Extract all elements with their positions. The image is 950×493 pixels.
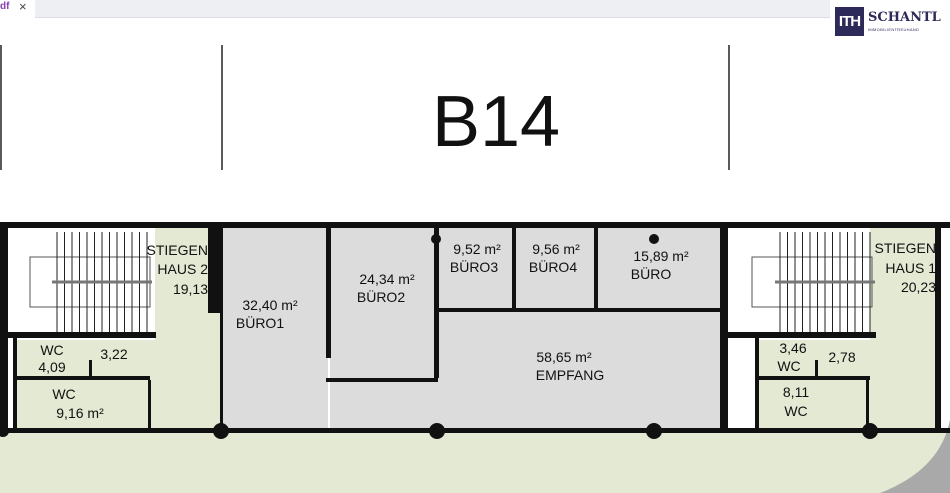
- close-icon[interactable]: ×: [19, 0, 27, 14]
- wc-right-large-area: 8,11: [783, 384, 809, 400]
- buero2-area: 24,34 m²: [359, 271, 415, 287]
- stairs-right: [751, 232, 875, 332]
- buero4-area: 9,56 m²: [532, 241, 580, 257]
- buero3-area: 9,52 m²: [453, 241, 501, 257]
- stairs-left: [29, 232, 152, 332]
- room-fills: [0, 228, 950, 493]
- stiegenhaus2-area: 19,13: [173, 281, 208, 297]
- buero2-name: BÜRO2: [357, 288, 405, 305]
- wc-right-small-name: WC: [777, 358, 800, 374]
- tab-bar: df ×: [0, 0, 950, 18]
- document-tab[interactable]: df ×: [0, 0, 34, 17]
- tab-title: df: [0, 1, 10, 12]
- stiegenhaus2-name1: STIEGEN: [147, 242, 208, 258]
- walls: [0, 222, 950, 433]
- wc-left-small-area: 4,09: [38, 359, 65, 375]
- buero3-name: BÜRO3: [450, 258, 498, 275]
- stiegenhaus1-area: 20,23: [901, 279, 936, 295]
- logo-name: SCHANTL: [868, 10, 941, 25]
- buero1-name: BÜRO1: [236, 314, 284, 331]
- empfang-name: EMPFANG: [536, 367, 604, 383]
- stiegenhaus1-name2: HAUS 1: [885, 260, 936, 276]
- logo-subtitle: IMMOBILIENTREUHAND: [868, 27, 920, 32]
- wc-left-large-area: 9,16 m²: [56, 405, 104, 421]
- wc-right-small-area: 3,46: [779, 340, 806, 356]
- company-logo: ITH SCHANTL IMMOBILIENTREUHAND: [835, 7, 941, 37]
- left-small-area: 3,22: [100, 346, 127, 362]
- stiegenhaus2-name2: HAUS 2: [157, 261, 208, 277]
- buero4-name: BÜRO4: [529, 258, 577, 275]
- stiegenhaus1-name1: STIEGEN: [875, 240, 936, 256]
- column-markers: [0, 234, 878, 439]
- buero-name: BÜRO: [631, 265, 672, 282]
- room-labels: STIEGEN HAUS 2 19,13 WC 4,09 3,22 WC 9,1…: [38, 240, 936, 421]
- buero1-area: 32,40 m²: [242, 297, 298, 313]
- building-label: B14: [432, 82, 560, 162]
- empfang-area: 58,65 m²: [536, 349, 592, 365]
- toolbar-strip: [35, 0, 830, 18]
- logo-mark: ITH: [835, 7, 864, 36]
- wc-right-large-name: WC: [784, 403, 807, 419]
- wc-left-small-name: WC: [40, 342, 63, 358]
- section-dividers: [0, 45, 730, 170]
- wc-left-large-name: WC: [52, 386, 75, 402]
- right-small-area: 2,78: [828, 349, 855, 365]
- buero-area: 15,89 m²: [633, 248, 689, 264]
